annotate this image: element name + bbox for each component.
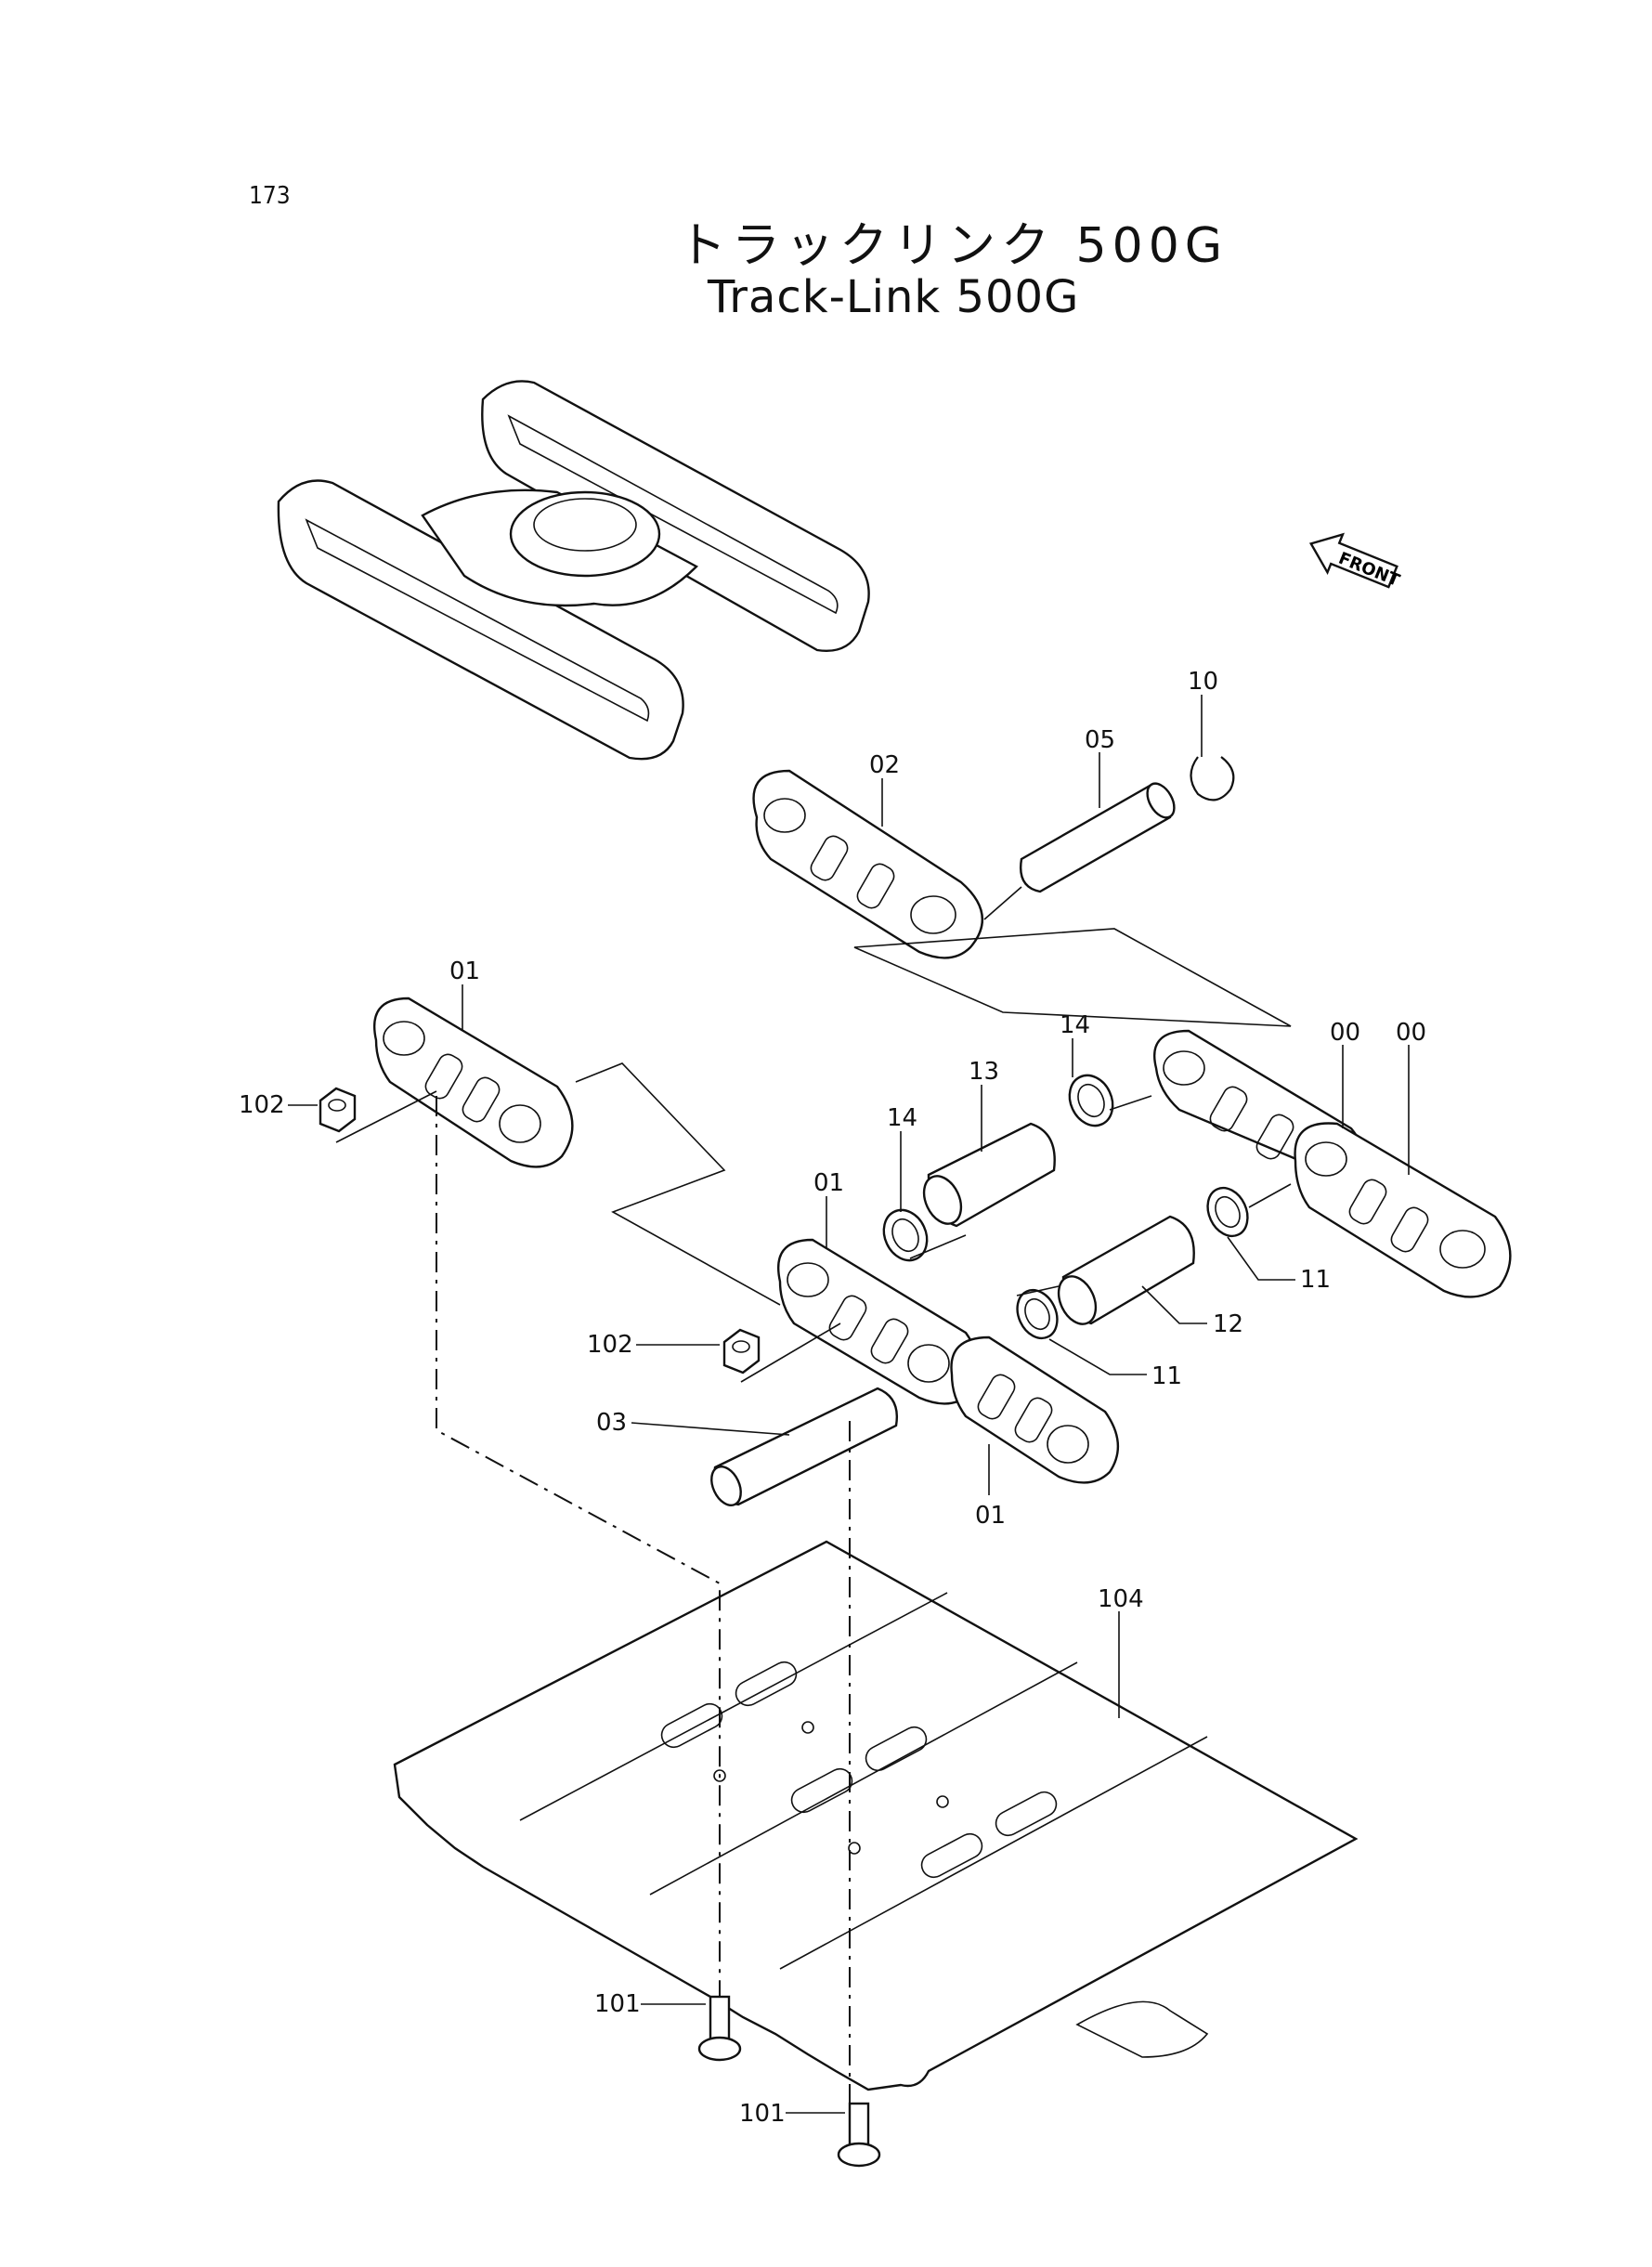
callout-102-centre: 102	[587, 1331, 633, 1359]
nut-102-left	[319, 1087, 357, 1133]
track-shoe-104	[393, 1540, 1359, 2091]
title-japanese: トラックリンク 500G	[678, 218, 1229, 274]
undercarriage-overview	[277, 380, 870, 761]
callout-labels: 10 05 02 01 00 00 14 13 102 14 01 11 12 …	[239, 668, 1426, 2128]
callout-11-upper: 11	[1300, 1266, 1331, 1294]
callout-03: 03	[596, 1409, 627, 1437]
bolt-101-right	[837, 2102, 881, 2168]
bolt-101-left	[697, 1995, 742, 2062]
seal-11-upper	[1206, 1186, 1249, 1238]
callout-13: 13	[969, 1058, 999, 1086]
title-english: Track-Link 500G	[708, 271, 1080, 323]
callout-14-upper: 14	[1060, 1011, 1090, 1039]
link-00-front	[1294, 1122, 1512, 1298]
bushing-13	[922, 1122, 1056, 1228]
leader-lines	[288, 695, 1410, 2114]
page-number: 173	[249, 182, 291, 210]
link-01-left	[373, 997, 574, 1168]
callout-10: 10	[1188, 668, 1218, 696]
nut-102-centre	[722, 1328, 761, 1375]
callout-101-right: 101	[739, 2100, 786, 2128]
seal-14-upper	[1068, 1074, 1114, 1127]
link-01-centre-upper	[777, 1238, 981, 1405]
callout-05: 05	[1085, 726, 1115, 754]
callout-11-lower: 11	[1151, 1362, 1182, 1390]
callout-12: 12	[1213, 1310, 1243, 1338]
assembly-lines	[335, 928, 1292, 2104]
snap-ring-10	[1190, 756, 1235, 801]
master-pin-05	[983, 782, 1176, 920]
bushing-12	[1057, 1215, 1195, 1325]
callout-01-centre: 01	[813, 1169, 844, 1197]
callout-02: 02	[869, 751, 900, 779]
callout-101-left: 101	[594, 1990, 641, 2018]
callout-14-lower: 14	[887, 1104, 917, 1132]
callout-00-front: 00	[1396, 1019, 1426, 1047]
seal-14-lower	[882, 1208, 929, 1262]
link-01-centre-lower	[950, 1335, 1120, 1484]
pin-03	[710, 1387, 898, 1506]
callout-01-left: 01	[449, 958, 480, 985]
callout-00-rear: 00	[1330, 1019, 1360, 1047]
link-02	[752, 769, 983, 959]
seal-11-lower	[1016, 1288, 1059, 1340]
callout-102-left: 102	[239, 1091, 285, 1119]
callout-104: 104	[1098, 1585, 1144, 1613]
front-arrow-icon: FRONT	[1308, 532, 1403, 591]
callout-01-bottom: 01	[975, 1502, 1006, 1530]
